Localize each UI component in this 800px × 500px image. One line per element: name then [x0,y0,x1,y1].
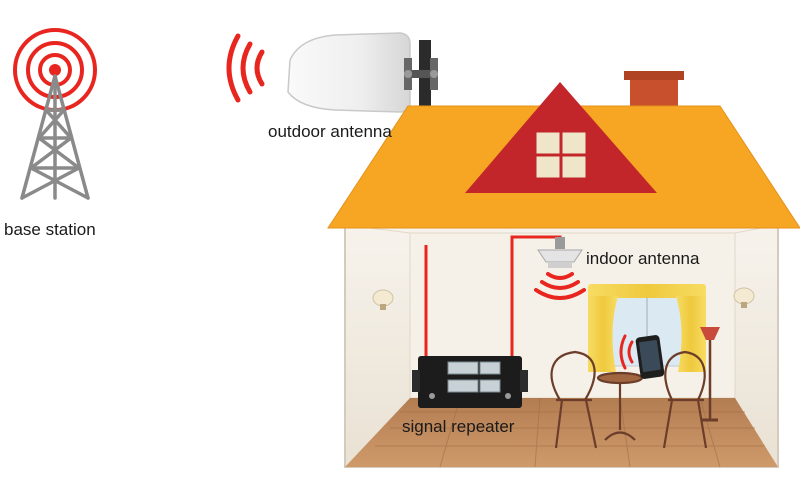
smartphone-icon [635,335,665,379]
label-base-station: base station [4,220,96,239]
ceiling-antenna-icon [537,237,583,268]
phone-signal-waves [619,334,634,370]
label-indoor-antenna: indoor antenna [586,249,700,268]
indoor-antenna-waves [534,272,586,300]
floor-lamp [700,327,720,422]
repeater-device-icon [412,356,528,408]
outdoor-antenna-waves [226,33,265,103]
cell-tower-icon [13,28,97,200]
wall-lamp-left [372,289,394,310]
wall-lamp-right [733,287,755,308]
label-signal-repeater: signal repeater [402,417,515,436]
house [327,71,800,468]
attic-window [535,131,587,179]
label-outdoor-antenna: outdoor antenna [268,122,392,141]
table-and-chairs [550,350,708,449]
